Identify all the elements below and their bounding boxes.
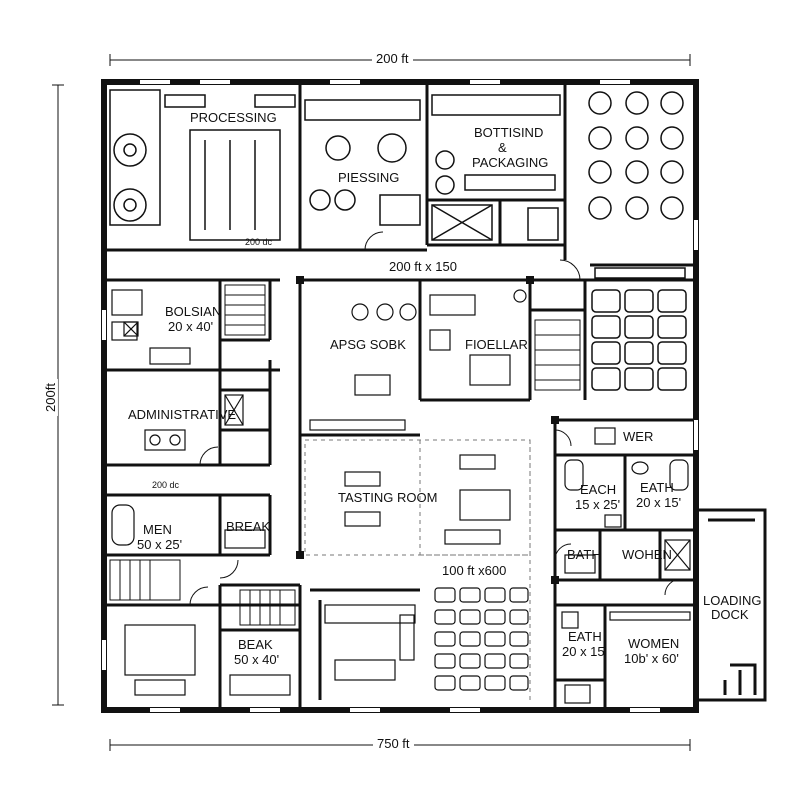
outer-walls [101,79,699,713]
room-label-administrative: ADMINISTRATIVE [128,407,237,422]
furniture [111,289,691,704]
room-label-eath-b: EATH [568,629,602,644]
dashed-zones [304,439,531,700]
loading-dock-outline [696,508,767,702]
room-label-fioellar: FIOELLAR [465,337,528,352]
room-label-bottling-1: BOTTISIND [474,125,544,140]
room-label-break: BREAK [226,519,271,534]
room-label-tasting-room: TASTING ROOM [338,490,438,505]
bottling-equipment [431,94,561,241]
processing-note: 200 dc [245,237,273,247]
room-label-bosian: BOLSIAN [165,304,222,319]
storage-racks [591,289,687,391]
room-label-eath: EATH [640,480,674,495]
room-label-beak: BEAK [238,637,273,652]
room-label-mens-size: 50 x 25' [137,537,183,552]
room-label-eath-size: 20 x 15' [636,495,682,510]
room-label-bosian-size: 20 x 40' [168,319,214,334]
dimension-bottom: 750 ft [373,736,414,751]
dimension-lower-center: 100 ft x600 [438,563,511,578]
room-label-wer: WER [623,429,654,444]
room-label-loading: LOADING [703,593,762,608]
room-label-women-size: 10b' x 60' [624,651,679,666]
barrel-grid [588,91,686,279]
room-label-each-size: 15 x 25' [575,497,621,512]
room-label-beak-size: 50 x 40' [234,652,280,667]
doors [189,231,682,606]
admin-note: 200 dc [152,480,180,490]
stairs [109,284,581,626]
room-label-each: EACH [580,482,617,497]
windows [102,80,698,712]
room-label-pressing: PIESSING [338,170,400,185]
room-label-mens: MEN [143,522,172,537]
room-label-women-small: WOHEN [622,547,672,562]
room-label-bottling-2: & [498,140,507,155]
room-label-aps-sobk: APSG SOBK [330,337,406,352]
room-label-processing: PROCESSING [190,110,277,125]
dimension-top: 200 ft [372,51,413,66]
room-label-bath: BATH [567,547,601,562]
dimension-left: 200ft [42,379,58,416]
room-label-bottling-3: PACKAGING [472,155,549,170]
room-label-eath-b-size: 20 x 15' [562,644,608,659]
pressing-equipment [304,99,421,226]
room-label-dock: DOCK [711,607,749,622]
interior-walls [104,82,696,710]
columns [296,276,559,584]
dimension-center: 200 ft x 150 [385,259,461,274]
processing-equipment [109,89,296,241]
room-label-women: WOMEN [628,636,680,651]
